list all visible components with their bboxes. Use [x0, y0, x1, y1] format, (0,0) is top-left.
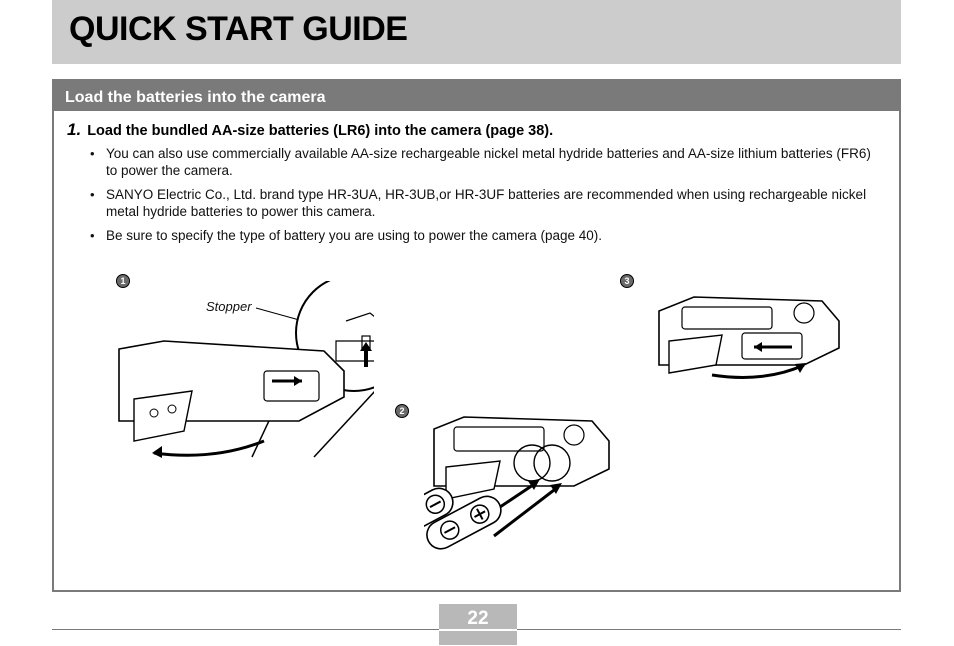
step-marker-3: 3	[620, 274, 634, 288]
page-number-box: 22	[439, 604, 517, 645]
camera-illustration-insert-batteries	[424, 416, 610, 550]
bullet-item: Be sure to specify the type of battery y…	[90, 227, 880, 244]
section-panel: Load the batteries into the camera 1. Loa…	[52, 79, 901, 592]
header-bar: QUICK START GUIDE	[52, 0, 901, 64]
bullet-item: SANYO Electric Co., Ltd. brand type HR-3…	[90, 186, 880, 220]
step-number: 1.	[67, 120, 82, 139]
bullet-item: You can also use commercially available …	[90, 145, 880, 179]
bullet-list: You can also use commercially available …	[90, 145, 880, 251]
page-number: 22	[467, 608, 489, 629]
stopper-label: Stopper	[206, 299, 252, 314]
page-title: QUICK START GUIDE	[69, 10, 408, 48]
step-marker-2: 2	[395, 404, 409, 418]
camera-illustration-open-cover	[118, 281, 374, 458]
step-instruction: 1. Load the bundled AA-size batteries (LR…	[67, 120, 887, 140]
section-title: Load the batteries into the camera	[65, 89, 326, 106]
step-marker-1: 1	[116, 274, 130, 288]
section-header: Load the batteries into the camera	[54, 81, 899, 111]
step-text: Load the bundled AA-size batteries (LR6)…	[87, 123, 554, 139]
camera-illustration-close-cover	[658, 296, 840, 379]
